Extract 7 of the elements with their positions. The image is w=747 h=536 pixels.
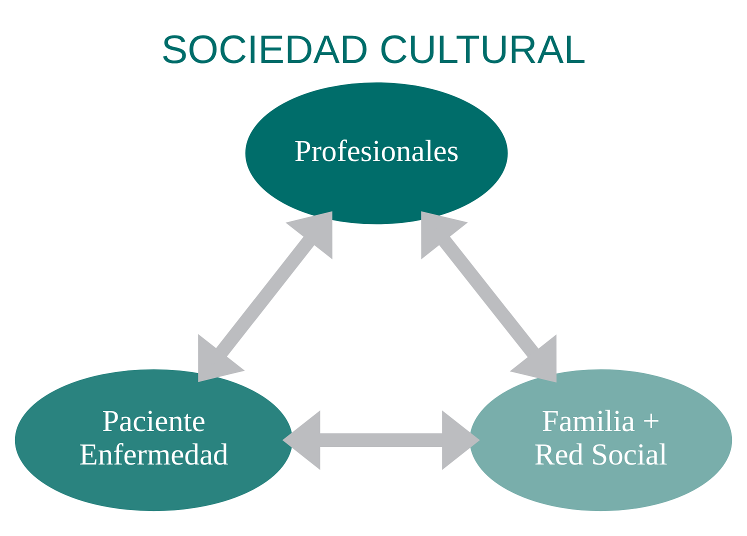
arrow <box>282 410 480 470</box>
arrow <box>198 210 332 382</box>
arrow <box>421 210 557 382</box>
diagram-title: SOCIEDAD CULTURAL <box>161 27 586 72</box>
node-ellipse: Profesionales <box>244 80 510 226</box>
node-ellipse: Familia + Red Social <box>468 367 734 512</box>
node-ellipse: Paciente Enfermedad <box>13 367 294 512</box>
